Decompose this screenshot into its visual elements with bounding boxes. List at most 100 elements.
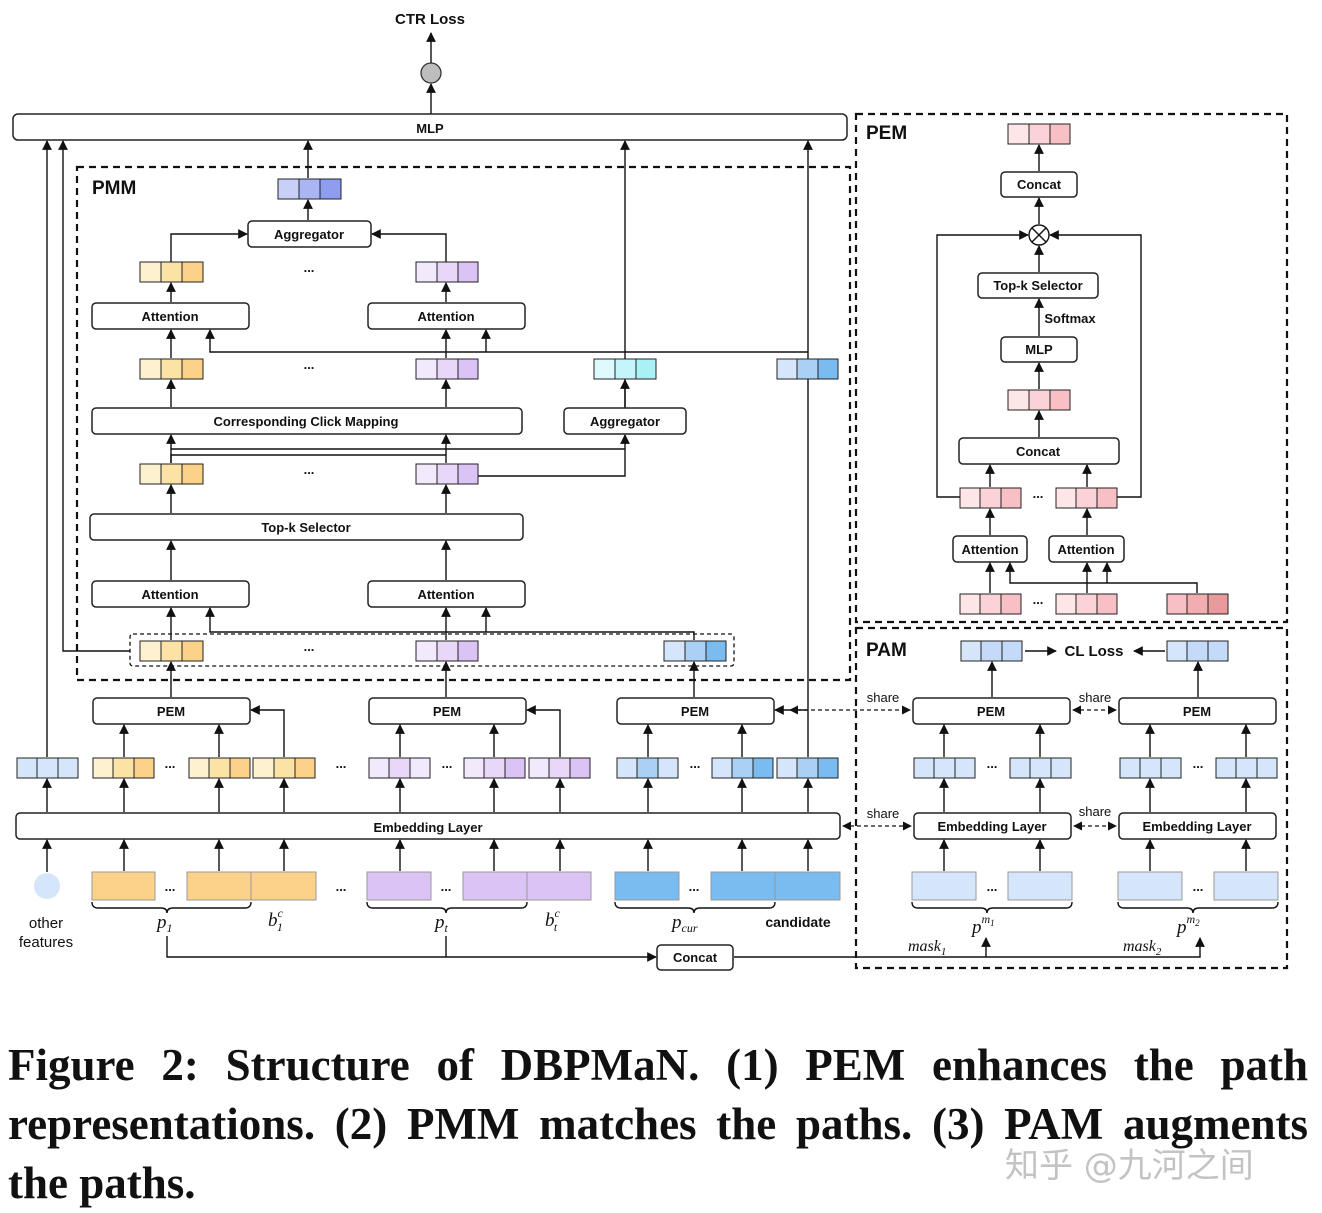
bt-vector <box>528 757 591 779</box>
pem-concat-box <box>1000 171 1078 198</box>
attention-label: Attention <box>417 587 474 602</box>
pam-pem-right-box <box>1118 697 1277 725</box>
dots: ... <box>987 756 998 771</box>
p1-input-first <box>91 871 156 901</box>
corresponding-click-mapping-label: Corresponding Click Mapping <box>214 414 399 429</box>
arrow <box>170 229 248 262</box>
pam-pem-left-box <box>912 697 1071 725</box>
pem-block-2 <box>368 697 527 725</box>
dots: ... <box>304 462 315 477</box>
pm2-label: pm2 <box>1175 912 1200 938</box>
pcur-input-last <box>710 871 776 901</box>
pem-attention-right-box <box>1048 535 1125 563</box>
pm1-input-first <box>911 871 977 901</box>
pcur-input-first <box>614 871 680 901</box>
dots: ... <box>165 879 176 894</box>
other-features-node <box>34 873 60 899</box>
pam-emb-vectors <box>913 757 1278 779</box>
share-label: share <box>1079 690 1112 705</box>
share-label: share <box>1079 804 1112 819</box>
attention-out-purple <box>415 261 479 283</box>
p1-input-last <box>186 871 252 901</box>
dots: ... <box>336 756 347 771</box>
aggregator-out-cyan <box>593 358 657 380</box>
arrow <box>1005 562 1198 593</box>
multiply-icon-stroke <box>1031 227 1047 243</box>
pem-attention-label: Attention <box>961 542 1018 557</box>
attention-label: Attention <box>141 309 198 324</box>
arrow <box>526 705 561 757</box>
arrow <box>734 937 1205 958</box>
dots: ... <box>690 756 701 771</box>
topk-selector-label: Top-k Selector <box>261 520 350 535</box>
pem-concat-label: Concat <box>1017 177 1062 192</box>
ctr-loss-label: CTR Loss <box>395 11 465 28</box>
pmm-output-vector <box>277 178 342 200</box>
arrow <box>371 229 447 262</box>
dots: ... <box>336 879 347 894</box>
dots: ... <box>304 357 315 372</box>
dots: ... <box>304 639 315 654</box>
pem-attention-left-box <box>952 535 1028 563</box>
path-group-outline <box>129 633 735 667</box>
mlp-label: MLP <box>416 121 444 136</box>
watermark: 知乎 @九河之间 <box>1005 1146 1254 1186</box>
pem-attention-label: Attention <box>1057 542 1114 557</box>
arrow <box>58 140 130 652</box>
pmm-internals: Aggregator ... Attention Attention .. <box>89 178 839 662</box>
share-label: share <box>867 690 900 705</box>
dots: ... <box>1193 879 1204 894</box>
pam-pem-label: PEM <box>977 704 1005 719</box>
p1-first-vector <box>92 757 155 779</box>
pem-concat-lower-label: Concat <box>1016 444 1061 459</box>
pem-input-right <box>1055 593 1118 615</box>
pem-block-label: PEM <box>157 704 185 719</box>
arrow <box>250 705 285 757</box>
topk-out-purple <box>415 463 479 485</box>
arrow <box>478 434 630 477</box>
candidate-label: candidate <box>765 914 831 930</box>
brace-pm1 <box>911 901 1073 914</box>
arrow <box>205 329 808 353</box>
topk-out-orange <box>139 463 204 485</box>
pem-concat-lower-box <box>958 437 1120 465</box>
pam-pem-label: PEM <box>1183 704 1211 719</box>
brace-p1 <box>91 901 252 914</box>
attention-box-upper-left <box>91 302 250 330</box>
pem-attn-out-left <box>959 487 1022 509</box>
dots: ... <box>441 879 452 894</box>
dots: ... <box>304 260 315 275</box>
p1-label: p1 <box>155 912 173 935</box>
brace-pt <box>366 901 528 914</box>
dots: ... <box>987 879 998 894</box>
softmax-label: Softmax <box>1044 311 1096 326</box>
pem-target-vector <box>1166 593 1229 615</box>
pam-out-right <box>1166 640 1229 662</box>
pem-block-label: PEM <box>681 704 709 719</box>
b1-vector <box>252 757 316 779</box>
dots: ... <box>165 756 176 771</box>
pam-embedding-label: Embedding Layer <box>937 819 1046 834</box>
pmm-panel <box>75 165 852 682</box>
loss-node <box>420 62 442 84</box>
pt-input-first <box>366 871 432 901</box>
embedding-layer-label: Embedding Layer <box>373 820 482 835</box>
concat-bottom-label: Concat <box>673 950 718 965</box>
corresponding-click-mapping-box <box>91 407 523 435</box>
connector <box>170 454 446 463</box>
pcur-last-vector <box>711 757 774 779</box>
pem-out-blue <box>663 640 727 662</box>
pem-out-purple <box>415 640 479 662</box>
attention-box-lower-left <box>91 580 250 608</box>
pem-concat-vector <box>1007 389 1071 411</box>
p1-last-vector <box>188 757 251 779</box>
attention-label: Attention <box>141 587 198 602</box>
aggregator-right-box <box>563 407 687 435</box>
dots: ... <box>1193 756 1204 771</box>
pam-internals: CL Loss share share PEM PEM <box>867 640 1279 958</box>
pem-block-1 <box>92 697 251 725</box>
